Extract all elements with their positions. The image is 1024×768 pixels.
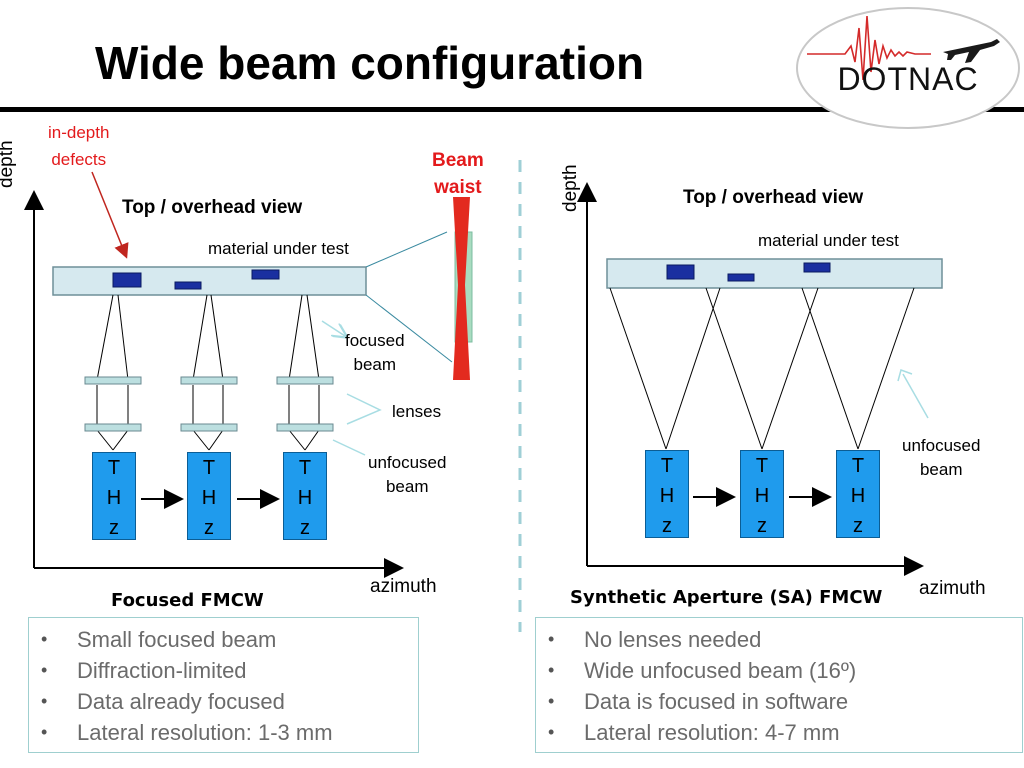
- unfocused-beam-label: unfocused beam: [368, 453, 447, 496]
- right-depth-label: depth: [560, 164, 581, 212]
- right-wide-beam: [705, 287, 819, 450]
- page-title: Wide beam configuration: [95, 37, 645, 89]
- svg-text:DOTNAC: DOTNAC: [837, 61, 978, 97]
- beam-waist-label: Beam waist: [432, 150, 484, 198]
- list-item: Data already focused: [41, 686, 418, 717]
- right-view-label: Top / overhead view: [683, 187, 864, 208]
- zoom-line: [365, 294, 453, 363]
- left-beam-column: [276, 294, 334, 451]
- zoom-line: [365, 231, 448, 268]
- right-wide-beam: [801, 287, 915, 450]
- left-defect: [251, 269, 280, 280]
- lens: [180, 423, 238, 432]
- unfocused-beam-pointer: [332, 439, 366, 456]
- list-item: Diffraction-limited: [41, 655, 418, 686]
- right-bullet-box: No lenses needed Wide unfocused beam (16…: [535, 617, 1023, 753]
- lens: [180, 376, 238, 385]
- right-caption: Synthetic Aperture (SA) FMCW: [570, 587, 883, 608]
- list-item: Lateral resolution: 4-7 mm: [548, 717, 1022, 748]
- lens: [84, 423, 142, 432]
- beam-waist-shape: [453, 197, 470, 380]
- airplane-icon: [943, 39, 1000, 63]
- right-unfocused-beam-label: unfocused beam: [902, 436, 981, 479]
- right-azimuth-label: azimuth: [919, 578, 986, 599]
- left-material-label: material under test: [208, 239, 349, 258]
- right-unfocused-beam-pointer: [902, 373, 929, 419]
- right-material-label: material under test: [758, 231, 899, 250]
- lenses-label: lenses: [392, 402, 442, 421]
- defects-pointer-arrow: [91, 171, 129, 259]
- right-defect: [727, 273, 755, 282]
- list-item: Lateral resolution: 1-3 mm: [41, 717, 418, 748]
- list-item: Wide unfocused beam (16º): [548, 655, 1022, 686]
- left-beam-column: [180, 294, 238, 451]
- left-material-bar: [52, 266, 367, 296]
- left-azimuth-label: azimuth: [370, 576, 437, 597]
- lens: [276, 423, 334, 432]
- defects-label: in-depth defects: [48, 123, 110, 169]
- dotnac-logo: DOTNAC: [795, 6, 1021, 130]
- left-beam-column: [84, 294, 142, 451]
- lens: [276, 376, 334, 385]
- list-item: Small focused beam: [41, 624, 418, 655]
- lenses-pointer: [346, 393, 382, 425]
- focused-beam-pointer: [321, 320, 345, 336]
- right-material-bar: [606, 258, 943, 289]
- focused-beam-label: focused beam: [345, 331, 405, 374]
- right-defect: [803, 262, 831, 273]
- left-defect: [112, 272, 142, 288]
- left-depth-label: depth: [0, 140, 17, 188]
- right-unfocused-beam-pointer-head: [897, 369, 913, 382]
- list-item: No lenses needed: [548, 624, 1022, 655]
- right-wide-beam: [609, 287, 721, 450]
- left-view-label: Top / overhead view: [122, 197, 303, 218]
- list-item: Data is focused in software: [548, 686, 1022, 717]
- title-divider: [0, 107, 1024, 112]
- lens: [84, 376, 142, 385]
- left-bullet-box: Small focused beam Diffraction-limited D…: [28, 617, 419, 753]
- left-caption: Focused FMCW: [111, 590, 264, 611]
- right-defect: [666, 264, 695, 280]
- left-defect: [174, 281, 202, 290]
